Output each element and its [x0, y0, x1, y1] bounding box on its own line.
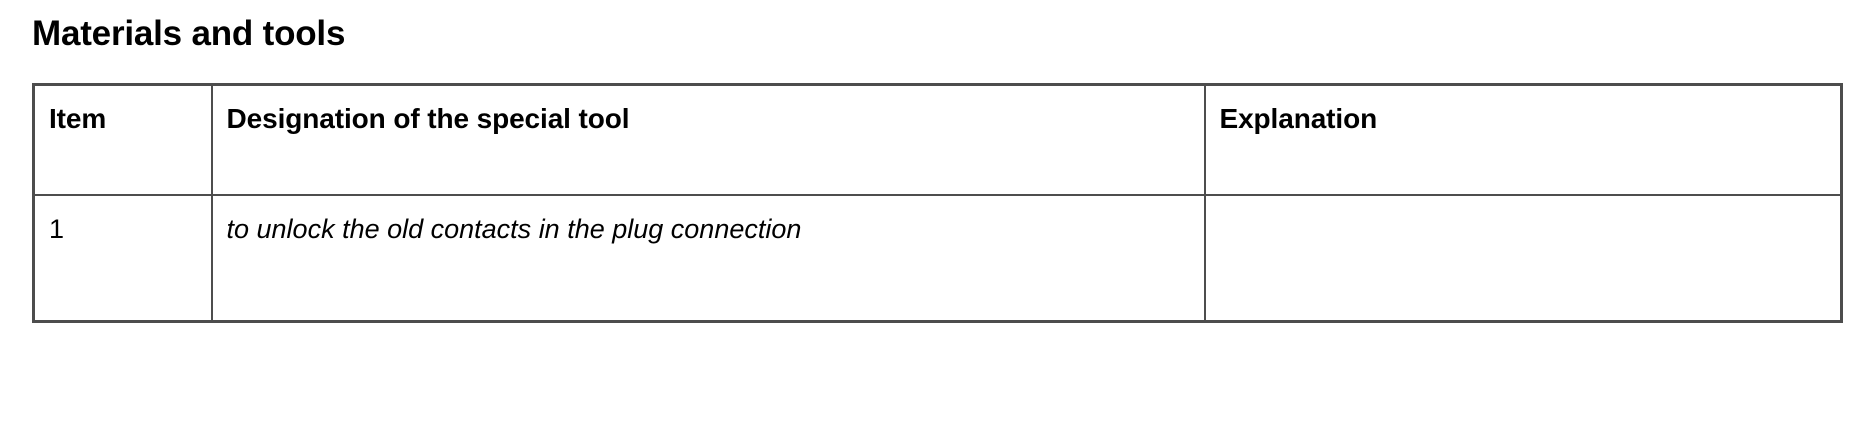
- materials-and-tools-table: Item Designation of the special tool Exp…: [32, 83, 1843, 323]
- column-header-item: Item: [33, 84, 213, 196]
- column-header-item-label: Item: [49, 103, 107, 134]
- column-header-designation-label: Designation of the special tool: [226, 103, 630, 134]
- cell-item: 1: [33, 194, 213, 322]
- cell-explanation: [1205, 195, 1842, 322]
- table-header-row: Item Designation of the special tool Exp…: [33, 84, 1842, 196]
- column-header-designation: Designation of the special tool: [211, 84, 1206, 196]
- cell-item-value: 1: [49, 213, 65, 244]
- page-title: Materials and tools: [32, 14, 346, 53]
- cell-designation: to unlock the old contacts in the plug c…: [211, 194, 1206, 322]
- column-header-explanation: Explanation: [1204, 84, 1842, 196]
- table-row: 1 to unlock the old contacts in the plug…: [33, 194, 1842, 322]
- column-header-explanation-label: Explanation: [1219, 103, 1378, 134]
- cell-designation-value: to unlock the old contacts in the plug c…: [226, 213, 802, 244]
